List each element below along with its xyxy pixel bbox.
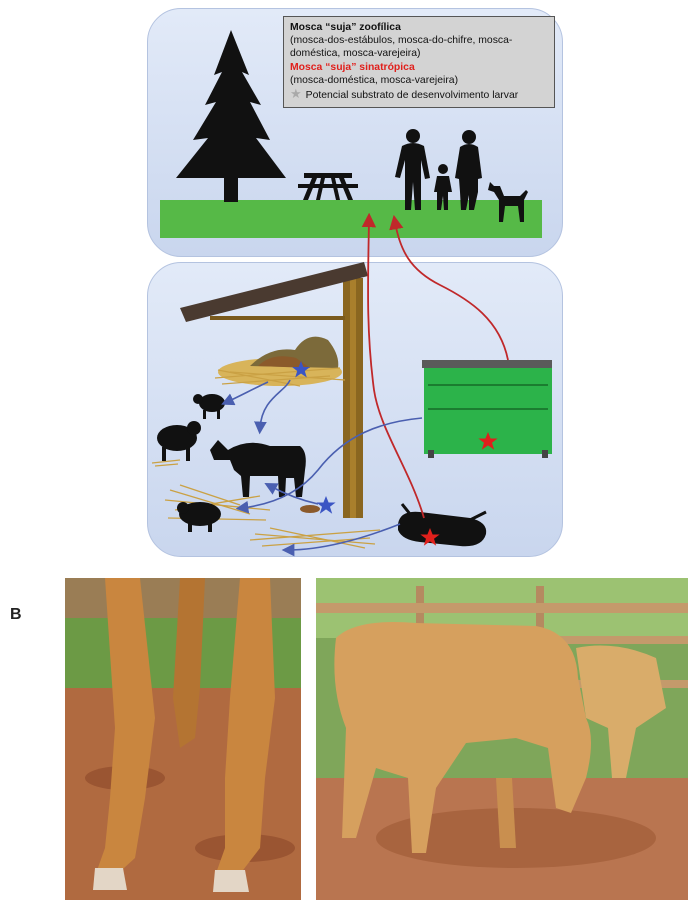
star-icon: [316, 496, 335, 514]
red-arrow: [395, 222, 508, 360]
sheep-icon: [193, 394, 225, 419]
red-arrow: [368, 220, 424, 518]
star-icon: ★: [290, 86, 302, 101]
legend-substrate-text: Potencial substrato de desenvolvimento l…: [306, 90, 519, 101]
sheep-icon: [157, 421, 201, 461]
photo-cow-legs-drawing: [65, 578, 301, 900]
photo-cow-legs: [65, 578, 301, 900]
carcass-icon: [398, 504, 486, 546]
legend-synanthropic-species: (mosca-doméstica, mosca-varejeira): [290, 74, 548, 87]
cow-icon: [210, 440, 306, 497]
hay-small: [152, 460, 180, 466]
blue-arrow: [288, 524, 400, 550]
legend-substrate-row: ★ Potencial substrato de desenvolvimento …: [290, 87, 548, 102]
grass-strip: [160, 200, 542, 238]
barn-shelter: [180, 262, 368, 518]
hay-manure-pile: [215, 337, 345, 386]
panel-b-label: B: [10, 606, 22, 624]
manure-pat: [300, 505, 320, 513]
legend-zoophilic-title: Mosca “suja” zoofílica: [290, 21, 548, 34]
photo-emaciated-cow: [316, 578, 688, 900]
blue-arrow: [227, 382, 268, 402]
photo-emaciated-cow-drawing: [316, 578, 688, 900]
picnic-table-icon: [298, 173, 358, 200]
legend-box: Mosca “suja” zoofílica (mosca-dos-estábu…: [283, 16, 555, 108]
tree-icon: [176, 30, 286, 202]
legend-synanthropic-title: Mosca “suja” sinatrópica: [290, 61, 548, 74]
legend-zoophilic-species: (mosca-dos-estábulos, mosca-do-chifre, m…: [290, 34, 548, 60]
family-icon: [395, 129, 482, 210]
blue-arrow: [260, 380, 290, 428]
blue-arrow: [270, 486, 318, 504]
pig-icon: [177, 502, 221, 532]
